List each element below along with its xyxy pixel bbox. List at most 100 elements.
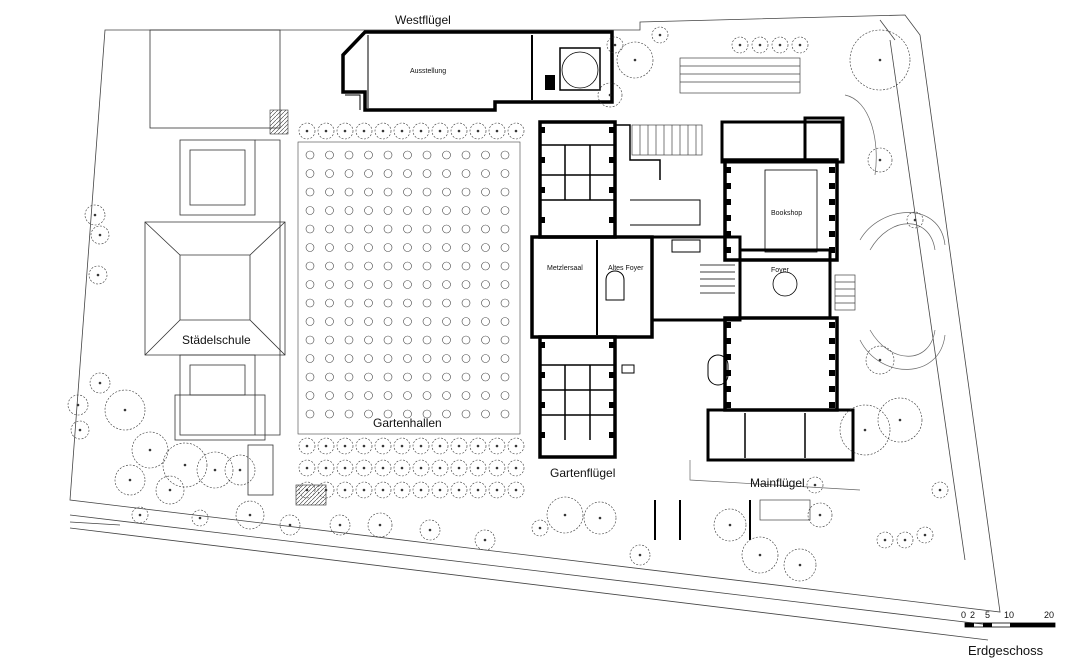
- grid-point: [383, 280, 393, 289]
- grid-point: [325, 150, 334, 160]
- tree: [431, 481, 449, 499]
- westfluegel-building: [269, 30, 614, 135]
- grid-point: [481, 391, 490, 400]
- grid-point: [461, 391, 471, 400]
- grid-point: [325, 409, 334, 419]
- scale-tick-2: 2: [970, 610, 976, 620]
- grid-point: [403, 280, 412, 289]
- grid-point: [325, 335, 334, 345]
- grid-point: [305, 354, 315, 363]
- tree: [131, 431, 169, 469]
- grid-point: [500, 409, 510, 419]
- column: [539, 402, 545, 408]
- tree: [583, 501, 617, 535]
- grid-point: [305, 187, 315, 197]
- label-mainfluegel: Mainflügel: [750, 476, 805, 490]
- column: [829, 247, 835, 253]
- grid-point: [364, 169, 373, 178]
- grid-point: [422, 243, 432, 252]
- tree: [807, 502, 833, 528]
- tree: [488, 459, 506, 477]
- grid-point: [344, 391, 354, 400]
- tree: [374, 437, 392, 455]
- tree: [450, 437, 468, 455]
- scale-tick-10: 10: [1004, 610, 1015, 620]
- grid-point: [442, 280, 451, 289]
- column: [829, 183, 835, 189]
- column: [539, 372, 545, 378]
- label-gartenhallen: Gartenhallen: [373, 416, 442, 430]
- grid-point: [305, 261, 315, 271]
- tree: [191, 509, 209, 527]
- grid-point: [403, 169, 412, 178]
- grid-point: [442, 317, 451, 326]
- column: [609, 187, 615, 193]
- tree: [336, 437, 354, 455]
- grid-point: [442, 335, 451, 345]
- grid-point: [364, 409, 373, 419]
- grid-point: [325, 224, 334, 234]
- column: [725, 167, 731, 173]
- grid-point: [305, 409, 315, 419]
- tree: [469, 459, 487, 477]
- grid-point: [383, 335, 393, 345]
- tree: [298, 459, 316, 477]
- tree: [469, 437, 487, 455]
- grid-point: [481, 224, 490, 234]
- tree: [450, 481, 468, 499]
- scale-bar: [964, 622, 1056, 628]
- grid-point: [442, 372, 451, 382]
- grid-point: [422, 354, 432, 363]
- column: [725, 199, 731, 205]
- grid-point: [383, 391, 393, 400]
- tree: [713, 508, 747, 542]
- plan-title: Erdgeschoss: [968, 643, 1044, 658]
- tree: [393, 122, 411, 140]
- tree: [616, 41, 654, 79]
- grid-point: [305, 372, 315, 382]
- column: [609, 432, 615, 438]
- grid-point: [383, 409, 393, 419]
- tree: [374, 481, 392, 499]
- tree: [419, 519, 441, 541]
- grid-point: [442, 354, 451, 363]
- tree: [431, 459, 449, 477]
- label-foyer: Foyer: [771, 267, 789, 274]
- grid-point: [481, 206, 490, 215]
- tree: [329, 514, 351, 536]
- tree: [317, 459, 335, 477]
- column: [539, 432, 545, 438]
- tree: [931, 481, 949, 499]
- grid-point: [500, 391, 510, 400]
- grid-point: [305, 391, 315, 400]
- grid-point: [403, 224, 412, 234]
- main-building: [530, 116, 855, 462]
- column: [725, 386, 731, 392]
- tree: [507, 459, 525, 477]
- grid-point: [305, 150, 315, 160]
- grid-point: [383, 206, 393, 215]
- grid-point: [383, 317, 393, 326]
- grid-point: [422, 150, 432, 160]
- column: [725, 231, 731, 237]
- tree: [431, 122, 449, 140]
- tree: [355, 459, 373, 477]
- grid-point: [403, 391, 412, 400]
- tree: [162, 442, 208, 488]
- column: [829, 215, 835, 221]
- tree: [114, 464, 146, 496]
- grid-point: [461, 298, 471, 308]
- column: [725, 402, 731, 408]
- tree: [876, 531, 894, 549]
- grid-point: [500, 280, 510, 289]
- column: [829, 386, 835, 392]
- grid-point: [364, 261, 373, 271]
- grid-point: [461, 409, 471, 419]
- grid-point: [364, 335, 373, 345]
- tree: [450, 459, 468, 477]
- tree: [84, 204, 106, 226]
- tree: [374, 459, 392, 477]
- tree: [469, 122, 487, 140]
- tree: [89, 372, 111, 394]
